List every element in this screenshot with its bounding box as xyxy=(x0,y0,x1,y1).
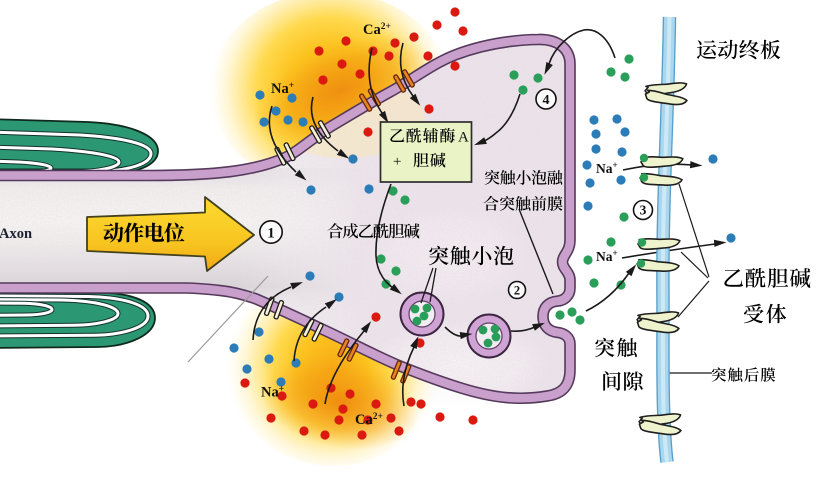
svg-text:A: A xyxy=(458,130,469,146)
svg-text:Na+: Na+ xyxy=(261,385,284,401)
svg-text:Axon: Axon xyxy=(0,226,32,242)
svg-text:1: 1 xyxy=(267,225,275,241)
svg-text:+: + xyxy=(393,154,401,170)
svg-text:4: 4 xyxy=(543,93,550,108)
svg-text:Na+: Na+ xyxy=(271,81,294,97)
svg-text:Na+: Na+ xyxy=(596,248,618,264)
svg-text:2: 2 xyxy=(514,283,520,297)
svg-text:Na+: Na+ xyxy=(596,160,618,176)
svg-text:3: 3 xyxy=(640,203,647,218)
